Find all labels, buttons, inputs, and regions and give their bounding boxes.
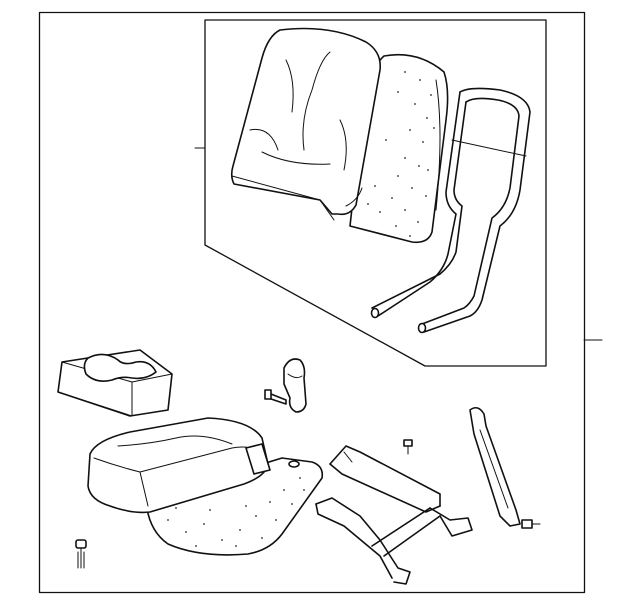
cushion-pad <box>145 457 324 556</box>
side-bracket <box>469 406 541 529</box>
recliner-handle <box>283 358 307 413</box>
armrest-console <box>57 349 173 417</box>
seat-track-bracket <box>315 445 473 585</box>
cushion-cover <box>87 417 271 514</box>
seat-back-assembly-frame <box>204 19 547 367</box>
bolt <box>264 389 287 405</box>
outer-frame <box>38 11 586 594</box>
push-pin <box>75 539 87 569</box>
clip <box>403 439 413 455</box>
seat-back-frame <box>370 87 531 334</box>
seat-back-cover <box>230 27 382 221</box>
